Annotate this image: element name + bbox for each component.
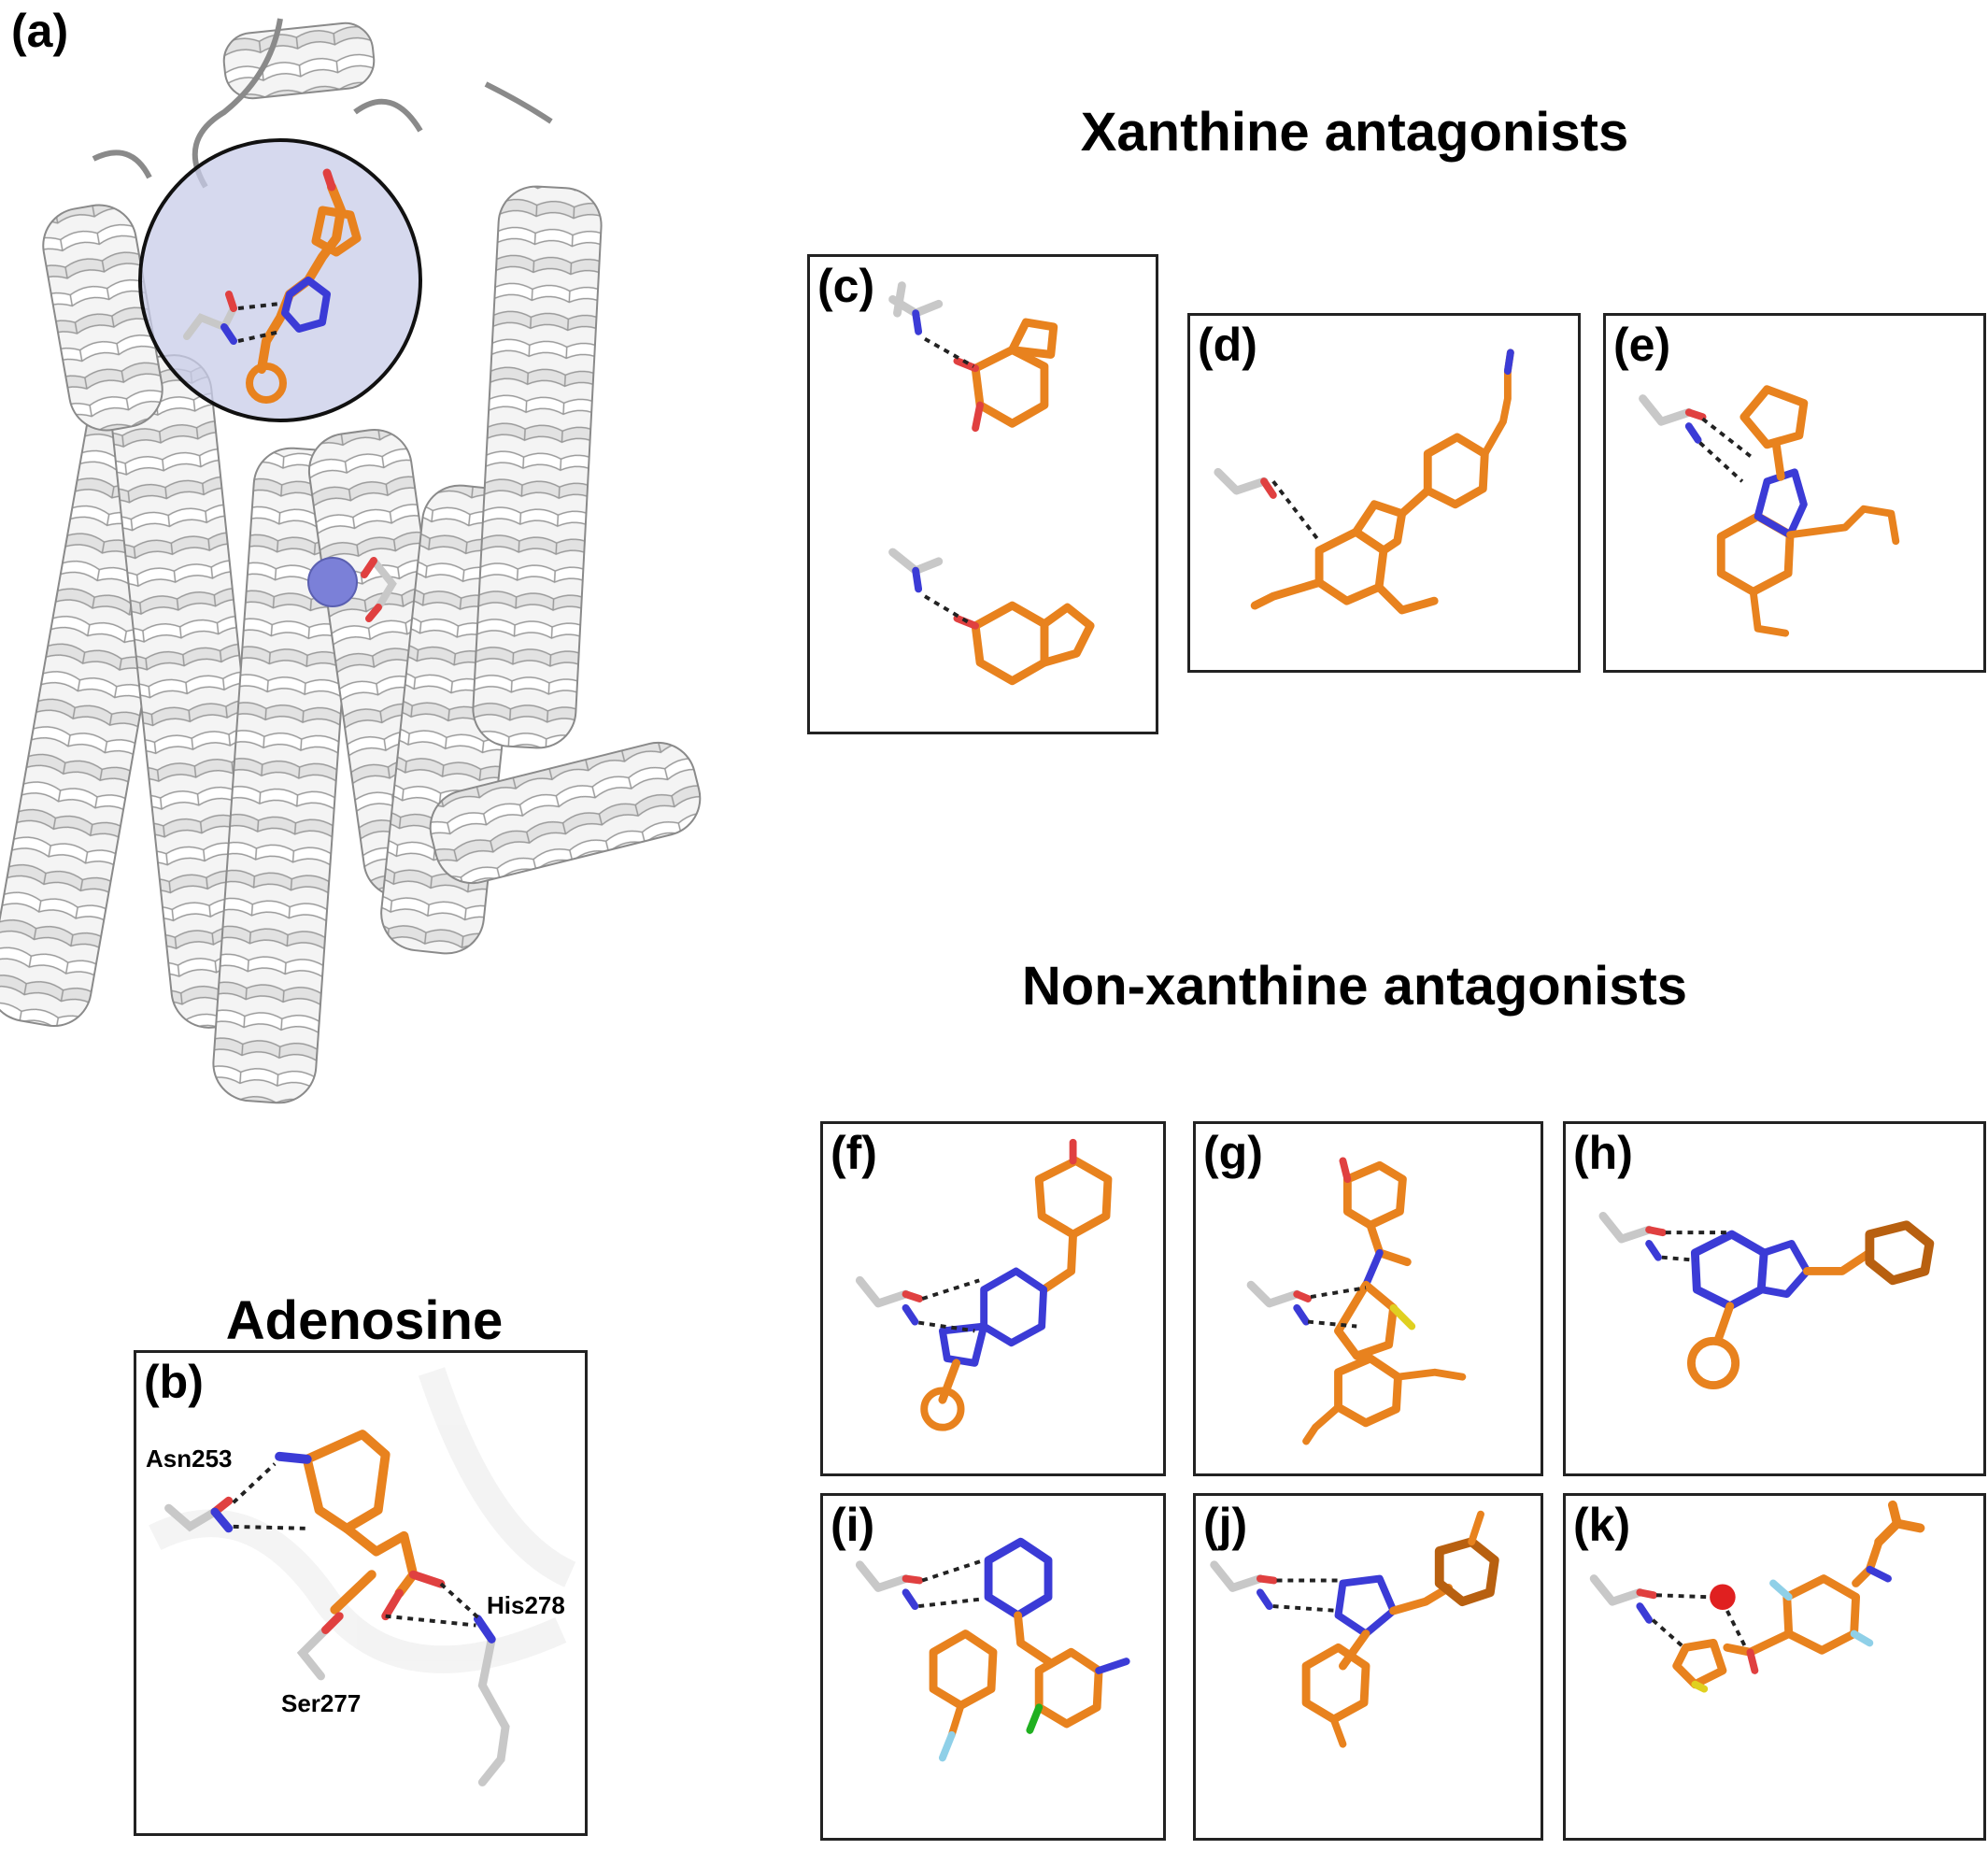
panel-label-k: (k): [1573, 1499, 1631, 1551]
binding-site-circle: [138, 138, 422, 422]
panel-c: (c): [807, 254, 1158, 734]
residue-in-circle: [183, 291, 237, 345]
panel-g-structure: [1246, 1157, 1467, 1445]
panel-d-structure: [1214, 349, 1514, 615]
heading-adenosine: Adenosine: [225, 1290, 504, 1351]
helix-8: [429, 741, 702, 885]
panel-label-c: (c): [817, 260, 875, 312]
panel-label-g: (g): [1203, 1127, 1263, 1179]
hbonds-in-circle: [237, 302, 281, 343]
residue-label-asn253: Asn253: [146, 1444, 233, 1473]
residue-label-ser277: Ser277: [281, 1689, 362, 1717]
loop-ecl2: [192, 18, 283, 189]
asp-residue: [361, 557, 397, 622]
panel-j: (j): [1193, 1493, 1543, 1841]
water-molecule: [1710, 1584, 1736, 1610]
loop-ecl1: [92, 149, 152, 179]
panel-label-d: (d): [1198, 319, 1257, 371]
loop-ecl3: [353, 98, 423, 133]
panel-k-structure: [1589, 1500, 1925, 1693]
ligand-in-circle: [246, 168, 362, 404]
helix-tm3: [212, 447, 358, 1104]
helix-ecl2: [222, 21, 376, 100]
panel-label-e: (e): [1613, 319, 1671, 371]
panel-i-structure: [855, 1537, 1130, 1762]
helix-tm6: [472, 185, 603, 749]
panel-b: (b) Asn253 His278 Ser277: [134, 1350, 588, 1836]
panel-c-structure: [888, 281, 1095, 686]
panel-label-b: (b): [144, 1356, 204, 1408]
panel-d: (d): [1187, 313, 1581, 673]
panel-f-structure: [855, 1138, 1113, 1431]
panel-h-structure: [1598, 1211, 1935, 1389]
panel-label-h: (h): [1573, 1127, 1633, 1179]
panel-i: (i): [820, 1493, 1166, 1841]
residue-label-his278: His278: [487, 1591, 565, 1619]
panel-j-structure: [1210, 1510, 1499, 1748]
panel-e: (e): [1603, 313, 1986, 673]
sodium-ion: [307, 557, 358, 607]
panel-f: (f): [820, 1121, 1166, 1476]
receptor-structure: [0, 18, 702, 1104]
panel-label-i: (i): [831, 1499, 875, 1551]
heading-non-xanthine: Non-xanthine antagonists: [1021, 956, 1688, 1017]
loop-ecl3b: [484, 81, 553, 124]
panel-e-structure: [1639, 385, 1900, 637]
panel-label-j: (j): [1203, 1499, 1248, 1551]
panel-g: (g): [1193, 1121, 1543, 1476]
panel-label-f: (f): [831, 1127, 877, 1179]
heading-xanthine: Xanthine antagonists: [1080, 102, 1629, 163]
panel-label-a: (a): [11, 5, 69, 57]
panel-b-structure: [149, 1367, 576, 1786]
panel-h: (h): [1563, 1121, 1986, 1476]
panel-k: (k): [1563, 1493, 1986, 1841]
